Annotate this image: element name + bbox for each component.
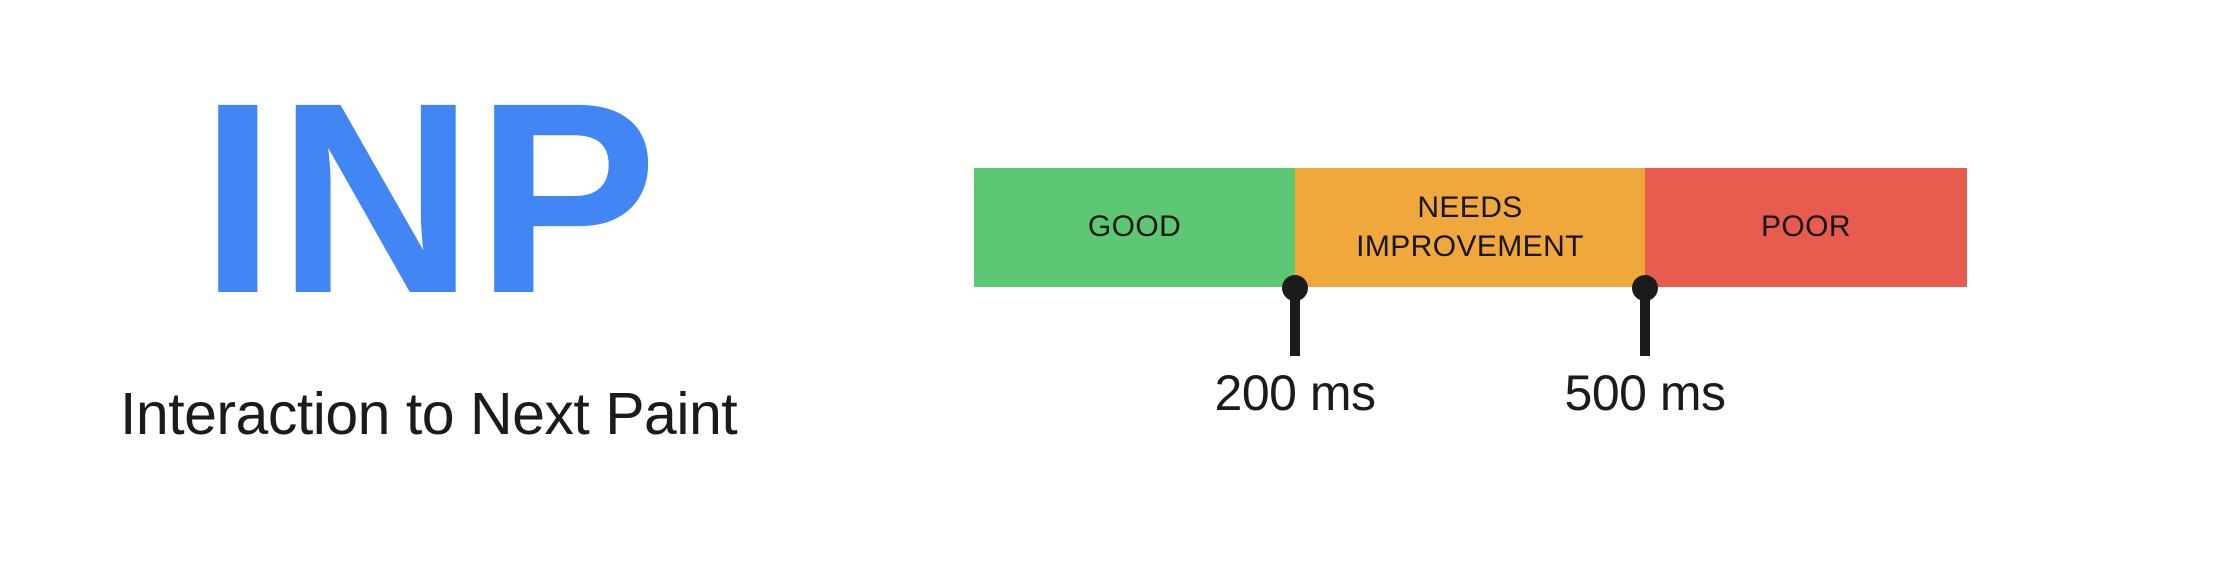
threshold-stem-icon [1640, 288, 1650, 356]
threshold-scale: GOOD NEEDS IMPROVEMENT POOR 200 ms 500 m… [974, 168, 1967, 418]
threshold-label-200ms: 200 ms [1214, 365, 1376, 421]
threshold-stem-icon [1290, 288, 1300, 356]
metric-full-name: Interaction to Next Paint [120, 381, 738, 447]
threshold-bar: GOOD NEEDS IMPROVEMENT POOR [974, 168, 1967, 287]
threshold-label-500ms: 500 ms [1564, 365, 1726, 421]
segment-good: GOOD [974, 168, 1295, 287]
segment-needs-improvement: NEEDS IMPROVEMENT [1295, 168, 1645, 287]
metric-acronym: INP [200, 46, 660, 350]
segment-poor: POOR [1645, 168, 1967, 287]
metric-identity-block: INP Interaction to Next Paint [0, 0, 860, 568]
